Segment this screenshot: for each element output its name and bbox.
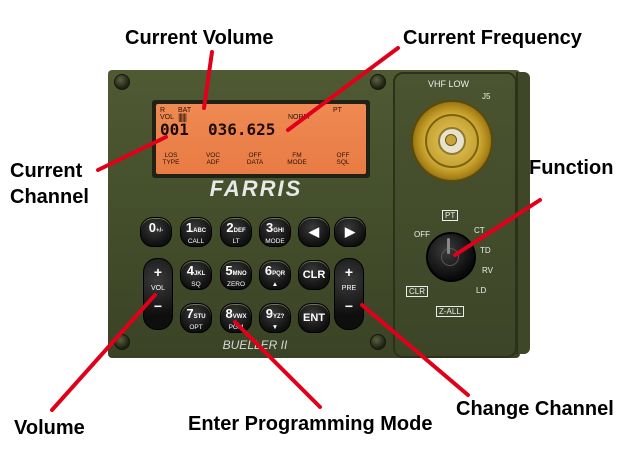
- callout-current-frequency: Current Frequency: [403, 27, 582, 49]
- preset-channel-rocker[interactable]: + PRE −: [334, 258, 364, 330]
- volume-rocker[interactable]: + VOL −: [143, 258, 173, 330]
- indicator-vol: VOL: [160, 114, 175, 121]
- left-arrow-button[interactable]: ◀: [298, 217, 330, 247]
- leader-function: [453, 198, 542, 257]
- screw-icon: [114, 74, 130, 90]
- screw-icon: [370, 334, 386, 350]
- right-arrow-button[interactable]: ▶: [334, 217, 366, 247]
- knob-center-icon: [441, 248, 459, 266]
- volume-up-button[interactable]: +: [153, 264, 163, 280]
- switch-pos-off: OFF: [414, 230, 430, 239]
- current-frequency: 036.625: [208, 120, 276, 139]
- switch-pos-ld: LD: [476, 286, 487, 295]
- screw-icon: [370, 74, 386, 90]
- channel-down-button[interactable]: −: [344, 298, 354, 314]
- indicator-r: R: [160, 107, 166, 114]
- band-label: VHF LOW: [428, 79, 470, 89]
- indicator-bat: BAT: [178, 107, 192, 114]
- connector-insulator: [438, 127, 466, 155]
- preset-rocker-label: PRE: [341, 285, 357, 292]
- callout-enter-programming-mode: Enter Programming Mode: [188, 413, 433, 435]
- volume-down-button[interactable]: −: [153, 298, 163, 314]
- key-0[interactable]: 0+/-: [140, 217, 172, 247]
- arrow-down-icon: ▼: [271, 324, 279, 331]
- leader-current-channel: [96, 135, 168, 172]
- leader-current-volume: [202, 50, 214, 110]
- connector-pin-icon: [445, 134, 457, 146]
- ent-button[interactable]: ENT: [298, 303, 330, 333]
- switch-pos-td: TD: [480, 246, 491, 255]
- chevron-left-icon: ◀: [309, 224, 319, 239]
- lcd-display: R BAT VOL |||||| NORM PT 001 036.625 LOS…: [156, 104, 366, 174]
- arrow-up-icon: ▲: [271, 281, 279, 288]
- chevron-right-icon: ▶: [345, 224, 355, 239]
- model-label: BUELLER II: [222, 338, 288, 352]
- channel-up-button[interactable]: +: [344, 264, 354, 280]
- brand-logo: FARRIS: [209, 176, 303, 201]
- leader-enter-programming-mode: [233, 320, 322, 409]
- key-6-up[interactable]: 6PQR▲: [259, 260, 291, 290]
- switch-pos-z-all: Z-ALL: [436, 306, 464, 317]
- callout-function: Function: [529, 157, 614, 179]
- callout-current-channel-line2: Channel: [10, 186, 89, 208]
- key-9-down[interactable]: 9YZ?▼: [259, 303, 291, 333]
- callout-change-channel: Change Channel: [456, 398, 614, 420]
- clr-button[interactable]: CLR: [298, 260, 330, 290]
- connector-ring: [425, 114, 479, 168]
- current-channel: 001: [160, 120, 189, 139]
- leader-volume: [50, 293, 157, 412]
- switch-pos-pt: PT: [442, 210, 459, 221]
- switch-pos-clr: CLR: [406, 286, 429, 297]
- callout-current-volume: Current Volume: [125, 27, 274, 49]
- callout-current-channel-line1: Current: [10, 160, 83, 182]
- leader-current-frequency: [286, 46, 400, 132]
- callout-volume: Volume: [14, 417, 85, 439]
- switch-pos-ct: CT: [474, 226, 485, 235]
- volume-rocker-label: VOL: [150, 285, 165, 292]
- indicator-pt: PT: [333, 107, 342, 114]
- jack-label: J5: [482, 92, 491, 101]
- volume-level-bars: ||||||: [178, 112, 187, 122]
- indicator-norm: NORM: [288, 114, 310, 121]
- knob-pointer-icon: [447, 238, 450, 254]
- leader-change-channel: [360, 303, 470, 397]
- switch-pos-rv: RV: [482, 266, 493, 275]
